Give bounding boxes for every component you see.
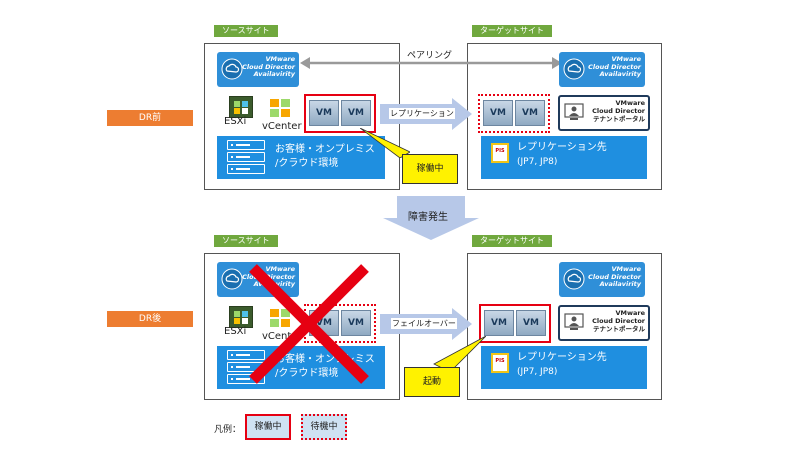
tenant-line1: VMware	[615, 99, 645, 107]
target-site-tag-top: ターゲットサイト	[472, 25, 552, 37]
vcd-availability-target-bottom: VMware Cloud Director Availavirity	[559, 262, 645, 297]
dr-before-label: DR前	[107, 110, 193, 126]
replication-label: レプリケーション	[389, 108, 455, 119]
vcd-app-line3: Availavirity	[253, 70, 295, 78]
cloud-icon	[221, 58, 243, 80]
target-env-top: PIS レプリケーション先 (JP7, JP8)	[481, 136, 647, 179]
esxi-label-top: ESXi	[224, 116, 247, 127]
vcd-availability-source-top: VMware Cloud Director Availavirity	[217, 52, 299, 87]
cloud-icon	[563, 268, 585, 290]
vcd-app-line2: Cloud Director	[588, 62, 641, 71]
vm-box: VM	[341, 100, 371, 126]
onprem-line2: /クラウド環境	[275, 368, 339, 379]
running-vm-group-bottom: VM VM	[479, 304, 551, 343]
vm-box: VM	[484, 310, 514, 336]
legend-label: 凡例：	[214, 425, 242, 435]
vcenter-label-top: vCenter	[262, 121, 302, 132]
tenant-portal-top: VMware Cloud Director テナントポータル	[558, 95, 650, 131]
failure-label: 障害発生	[408, 212, 448, 223]
vcd-app-line1: VMware	[611, 265, 641, 273]
vcd-app-line3: Availavirity	[599, 280, 641, 288]
tenant-line2: Cloud Director	[592, 317, 645, 325]
pis-icon: PIS	[491, 143, 509, 163]
cloud-icon	[221, 268, 243, 290]
server-icon	[227, 140, 265, 176]
onprem-env-bottom: お客様・オンプレミス /クラウド環境	[217, 346, 385, 389]
vm-box: VM	[483, 100, 513, 126]
esxi-label-bottom: ESXi	[224, 326, 247, 337]
tenant-line3: テナントポータル	[593, 115, 645, 123]
legend-running: 稼働中	[245, 414, 291, 440]
server-icon	[227, 350, 265, 386]
vcd-availability-target-top: VMware Cloud Director Availavirity	[559, 52, 645, 87]
running-callout: 稼働中	[402, 154, 458, 184]
target-env-bottom: PIS レプリケーション先 (JP7, JP8)	[481, 346, 647, 389]
source-site-tag-bottom: ソースサイト	[214, 235, 278, 247]
vcd-app-line3: Availavirity	[599, 70, 641, 78]
legend-standby: 待機中	[301, 414, 347, 440]
vcenter-label-bottom: vCenter	[262, 331, 302, 342]
esxi-icon-top	[229, 96, 253, 118]
tenant-line3: テナントポータル	[593, 325, 645, 333]
portal-user-icon	[564, 313, 584, 330]
vm-box: VM	[309, 100, 339, 126]
dr-after-label: DR後	[107, 311, 193, 327]
tenant-line1: VMware	[615, 309, 645, 317]
pis-icon: PIS	[491, 353, 509, 373]
onprem-line1: お客様・オンプレミス	[275, 354, 375, 365]
pairing-label: ペアリング	[405, 48, 455, 61]
vcenter-icon-top	[269, 98, 291, 118]
portal-user-icon	[564, 103, 584, 120]
running-vm-group-top: VM VM	[304, 94, 376, 133]
failure-arrow	[383, 196, 479, 240]
target-env-line1: レプリケーション先	[517, 352, 607, 363]
pairing-arrow	[300, 57, 562, 69]
vcd-app-line1: VMware	[611, 55, 641, 63]
standby-vm-group-top: VM VM	[478, 94, 550, 133]
failure-x-icon	[249, 264, 369, 384]
tenant-portal-bottom: VMware Cloud Director テナントポータル	[558, 305, 650, 341]
vcenter-icon-bottom	[269, 308, 291, 328]
target-env-line2: (JP7, JP8)	[517, 157, 558, 167]
vcd-app-line1: VMware	[265, 55, 295, 63]
vcd-app-line2: Cloud Director	[242, 62, 295, 71]
target-env-line2: (JP7, JP8)	[517, 367, 558, 377]
vcd-app-line2: Cloud Director	[588, 272, 641, 281]
tenant-line2: Cloud Director	[592, 107, 645, 115]
cloud-icon	[563, 58, 585, 80]
target-site-tag-bottom: ターゲットサイト	[472, 235, 552, 247]
failover-label: フェイルオーバー	[391, 318, 457, 329]
vm-box: VM	[516, 310, 546, 336]
target-env-line1: レプリケーション先	[517, 142, 607, 153]
vm-box: VM	[515, 100, 545, 126]
onprem-line1: お客様・オンプレミス	[275, 144, 375, 155]
onprem-env-top: お客様・オンプレミス /クラウド環境	[217, 136, 385, 179]
vcd-app-line1: VMware	[265, 265, 295, 273]
startup-callout: 起動	[404, 367, 460, 397]
onprem-line2: /クラウド環境	[275, 158, 339, 169]
esxi-icon-bottom	[229, 306, 253, 328]
vm-box: VM	[341, 310, 371, 336]
source-site-tag-top: ソースサイト	[214, 25, 278, 37]
